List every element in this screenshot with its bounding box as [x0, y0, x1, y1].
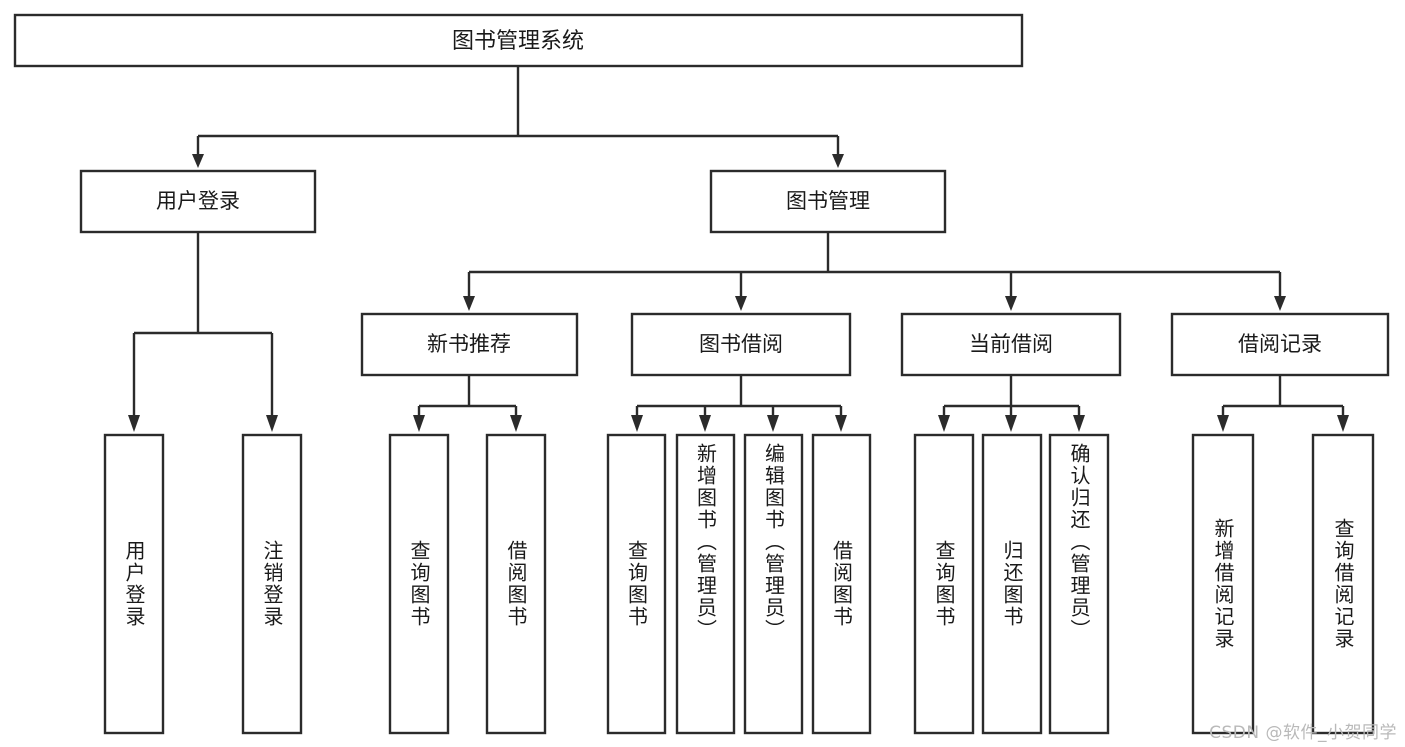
- arrowhead-leaf-query-book-borrow: [631, 415, 643, 432]
- edge-userlogin-bus: [132, 232, 274, 415]
- edge-newbook-bus: [417, 375, 518, 415]
- arrowhead-leaf-borrow-book-rec: [510, 415, 522, 432]
- arrowhead-new-book-recommend: [463, 296, 475, 311]
- node-book-borrow-label: 图书借阅: [699, 332, 783, 356]
- arrowhead-book-borrow: [735, 296, 747, 311]
- arrowhead-leaf-query-book-current: [938, 415, 950, 432]
- arrowhead-borrow-record: [1274, 296, 1286, 311]
- arrowhead-current-borrow: [1005, 296, 1017, 311]
- connector-layer: [128, 66, 1349, 432]
- arrowhead-leaf-edit-book-admin: [767, 415, 779, 432]
- node-leaf-return-book-box[interactable]: [981, 433, 1043, 735]
- edge-currentborrow-bus: [942, 375, 1081, 415]
- node-current-borrow[interactable]: 当前借阅: [900, 312, 1122, 377]
- node-book-manage-label: 图书管理: [786, 189, 870, 213]
- edge-borrowrecord-bus: [1221, 375, 1345, 415]
- node-user-login[interactable]: 用户登录: [79, 169, 317, 234]
- node-new-book-recommend[interactable]: 新书推荐: [360, 312, 579, 377]
- node-book-manage-box[interactable]: [709, 169, 947, 234]
- arrowhead-leaf-add-book-admin: [699, 415, 711, 432]
- node-current-borrow-box[interactable]: [900, 312, 1122, 377]
- node-root-label: 图书管理系统: [452, 29, 584, 54]
- node-user-login-label: 用户登录: [156, 189, 240, 213]
- node-borrow-record-label: 借阅记录: [1238, 332, 1322, 356]
- node-leaf-borrow-book-box[interactable]: [811, 433, 872, 735]
- node-book-borrow-box[interactable]: [630, 312, 852, 377]
- node-root[interactable]: 图书管理系统: [13, 13, 1024, 68]
- node-user-login-box[interactable]: [79, 169, 317, 234]
- arrowhead-leaf-return-book: [1005, 415, 1017, 432]
- node-leaf-user-login-box[interactable]: [103, 433, 165, 735]
- node-leaf-edit-book-admin-box[interactable]: [743, 433, 804, 735]
- arrowhead-leaf-query-borrow-record: [1337, 415, 1349, 432]
- node-leaf-confirm-return-admin-box[interactable]: [1048, 433, 1110, 735]
- edge-root-bus: [196, 66, 840, 154]
- arrowhead-leaf-borrow-book: [835, 415, 847, 432]
- arrowhead-leaf-user-logout: [266, 415, 278, 432]
- node-borrow-record[interactable]: 借阅记录: [1170, 312, 1390, 377]
- arrowhead-leaf-query-book-rec: [413, 415, 425, 432]
- node-book-borrow[interactable]: 图书借阅: [630, 312, 852, 377]
- arrowhead-leaf-confirm-return-admin: [1073, 415, 1085, 432]
- node-root-box[interactable]: [13, 13, 1024, 68]
- node-current-borrow-label: 当前借阅: [969, 332, 1053, 356]
- arrowhead-leaf-user-login: [128, 415, 140, 432]
- arrowhead-user-login: [192, 154, 204, 168]
- node-leaf-user-logout-box[interactable]: [241, 433, 303, 735]
- node-leaf-add-borrow-record-box[interactable]: [1191, 433, 1255, 735]
- node-leaf-query-borrow-record-box[interactable]: [1311, 433, 1375, 735]
- csdn-watermark: CSDN @软件_小贺同学: [1209, 723, 1397, 743]
- node-borrow-record-box[interactable]: [1170, 312, 1390, 377]
- node-new-book-recommend-box[interactable]: [360, 312, 579, 377]
- edge-bookborrow-bus: [635, 375, 843, 415]
- node-book-manage[interactable]: 图书管理: [709, 169, 947, 234]
- node-new-book-recommend-label: 新书推荐: [427, 332, 511, 356]
- node-leaf-query-book-borrow-box[interactable]: [606, 433, 667, 735]
- leaf-boxes: [103, 433, 1375, 735]
- node-leaf-borrow-book-rec-box[interactable]: [485, 433, 547, 735]
- node-leaf-add-book-admin-box[interactable]: [675, 433, 736, 735]
- arrowhead-leaf-add-borrow-record: [1217, 415, 1229, 432]
- edge-bookmanage-bus: [467, 232, 1282, 296]
- arrowhead-book-manage: [832, 154, 844, 168]
- node-leaf-query-book-current-box[interactable]: [913, 433, 975, 735]
- node-leaf-query-book-rec-box[interactable]: [388, 433, 450, 735]
